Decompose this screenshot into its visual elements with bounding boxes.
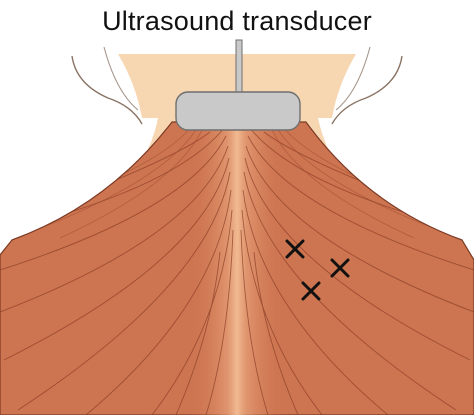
spine-highlight: [188, 120, 286, 415]
diagram-title: Ultrasound transducer: [0, 4, 474, 38]
ultrasound-transducer[interactable]: [176, 92, 300, 130]
ultrasound-cable: [236, 40, 242, 98]
